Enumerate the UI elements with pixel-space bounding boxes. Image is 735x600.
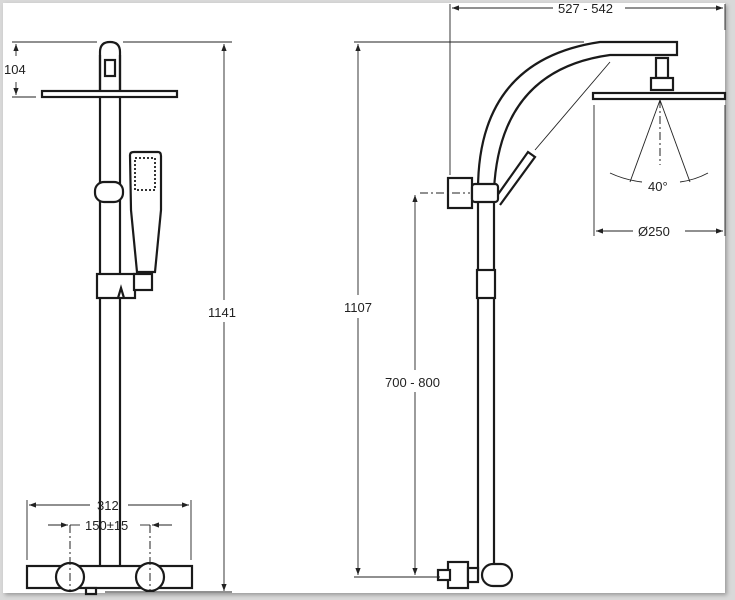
riser-rail (98, 40, 122, 565)
dim-label-1107: 1107 (344, 300, 372, 315)
shower-head (40, 89, 179, 99)
thermostatic-mixer (25, 525, 194, 596)
dimension-150: 150±15 (48, 518, 172, 533)
slider (93, 180, 125, 204)
dimension-1141: 1141 (105, 44, 236, 593)
hand-shower (128, 150, 163, 274)
dimension-250: Ø250 (593, 105, 726, 239)
dimension-700-800: 700 - 800 (355, 195, 440, 578)
dim-label-312: 312 (97, 498, 119, 513)
dim-label-250: Ø250 (638, 224, 670, 239)
mixer-side (436, 560, 514, 590)
hose-bracket (95, 272, 154, 300)
dimension-312: 312 (26, 498, 192, 560)
front-view: 104 1141 312 150±15 (4, 40, 236, 596)
dim-label-40deg: 40° (648, 179, 668, 194)
wall-bracket (420, 176, 500, 300)
dim-label-700-800: 700 - 800 (385, 375, 440, 390)
dimension-104: 104 (4, 41, 232, 98)
dim-label-150: 150±15 (85, 518, 128, 533)
shower-head-side: 40° (591, 56, 727, 194)
dimension-527-542: 527 - 542 (449, 1, 726, 175)
side-view: 40° 527 - 542 (344, 1, 727, 590)
hand-shower-side (493, 61, 611, 206)
dim-label-527-542: 527 - 542 (558, 1, 613, 16)
dim-label-104: 104 (4, 62, 26, 77)
dim-label-1141: 1141 (208, 305, 236, 320)
dimension-1107: 1107 (344, 41, 584, 578)
curved-arm (476, 40, 679, 580)
